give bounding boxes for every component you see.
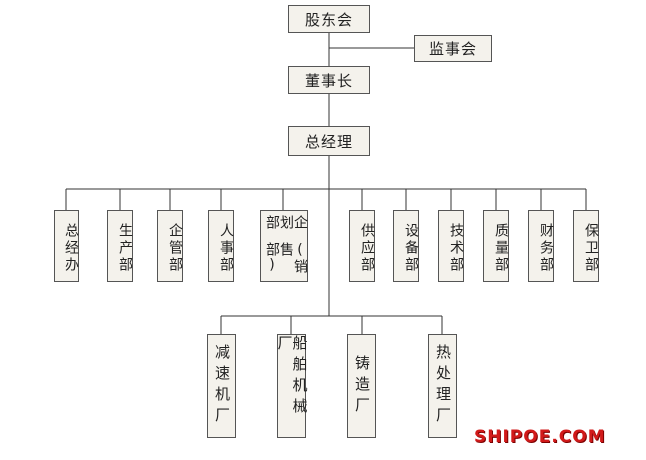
dept-general-office: 总经办	[54, 210, 79, 282]
dept-production: 生产部	[107, 210, 133, 282]
factory-marine-machinery: 船舶机械厂	[276, 334, 309, 438]
watermark-logo: SHIPOE.COM	[474, 427, 606, 447]
node-shareholders: 股东会	[288, 5, 370, 33]
dept-supply: 供应部	[349, 210, 375, 282]
dept-security: 保卫部	[573, 210, 599, 282]
node-chairman: 董事长	[288, 66, 370, 94]
dept-sales-note: (销售部)	[264, 242, 308, 275]
dept-equipment: 设备部	[393, 210, 419, 282]
node-general-manager: 总经理	[288, 126, 370, 156]
factory-heat-treatment: 热处理厂	[428, 334, 457, 438]
dept-planning-sales: 企划部 (销售部)	[260, 210, 308, 282]
node-supervisors: 监事会	[414, 35, 492, 62]
dept-quality: 质量部	[483, 210, 509, 282]
dept-hr: 人事部	[208, 210, 234, 282]
dept-planning-label: 企划部	[264, 215, 308, 232]
factory-foundry: 铸造厂	[347, 334, 376, 438]
dept-finance: 财务部	[528, 210, 554, 282]
factory-reducer: 减速机厂	[207, 334, 236, 438]
dept-enterprise-mgmt: 企管部	[157, 210, 183, 282]
dept-technology: 技术部	[438, 210, 464, 282]
